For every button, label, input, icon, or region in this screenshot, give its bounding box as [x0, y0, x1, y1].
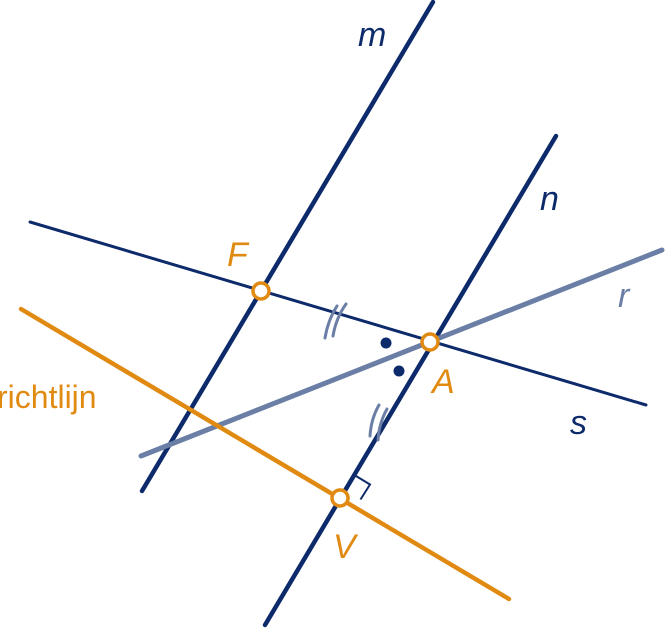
equal-angle-dot-upper	[380, 337, 392, 349]
equal-angle-dot-lower	[393, 365, 405, 377]
line-s	[28, 220, 648, 407]
label-a: A	[430, 363, 455, 401]
directrix-line	[18, 306, 512, 602]
label-s: s	[570, 404, 587, 442]
label-v: V	[333, 528, 359, 566]
equal-segment-tick-fa	[323, 302, 348, 340]
label-r: r	[618, 277, 631, 315]
label-n: n	[540, 180, 559, 218]
label-m: m	[358, 16, 386, 54]
equal-segment-tick-av	[368, 403, 389, 442]
line-n	[262, 133, 559, 628]
point-a	[420, 332, 440, 352]
right-angle-mark	[352, 473, 372, 501]
point-f	[251, 281, 271, 301]
label-directrix: richtlijn	[0, 379, 97, 415]
point-v	[330, 488, 350, 508]
label-f: F	[227, 236, 250, 274]
line-r	[138, 247, 665, 459]
